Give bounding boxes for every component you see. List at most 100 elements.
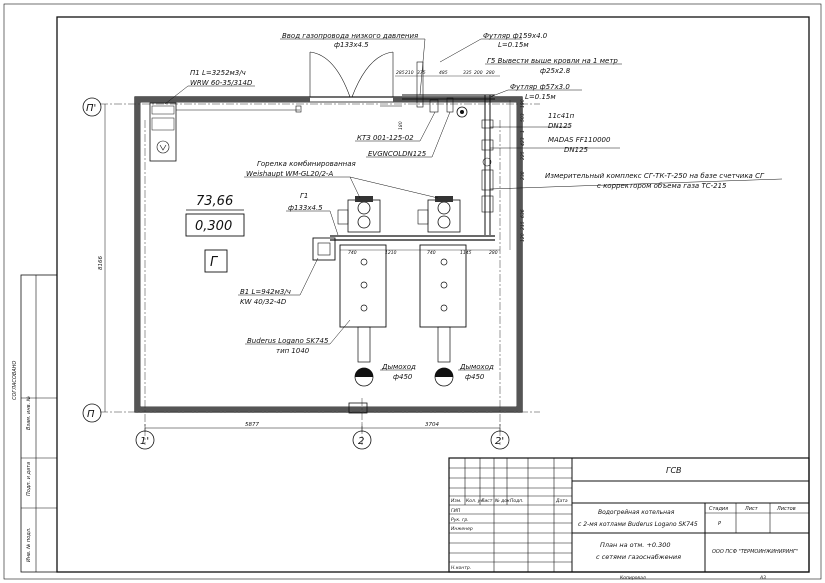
stamp-h-podp: Подп. [510,498,524,504]
chimney2-label: Дымоход [459,363,494,371]
dim-right-2: 503 [520,113,526,122]
room-area: 73,66 [196,194,233,209]
title-block: ГСВ Изм. Кол. уч Лист № док Подп. Дата Г… [448,457,810,581]
axis-p-top: П' [86,103,96,114]
top-dimensions: 285 210 375 485 335 200 280 180 [395,70,500,130]
chimney1-diameter: ф450 [393,373,413,381]
b1-label: В1 L=942м3/ч [240,288,291,296]
boiler-2 [419,244,467,363]
stamp-gip: ГИП [451,508,461,514]
dim-inner-2: 1210 [385,250,397,256]
gas-header: 740 1210 740 1145 280 [330,235,500,256]
dim-left: 8166 [98,256,104,270]
stamp-nkontr: Н.контр. [451,565,471,571]
dim-top-4: 485 [439,70,448,76]
dim-right-9: 120 [520,233,526,242]
dim-inner-3: 740 [427,250,436,256]
side-stamp: Взам. инв. № Подп. и дата Инв. № подл. С… [12,274,58,573]
dim-right-8: 215 [520,221,526,230]
axis-bubbles: П' П 1' 2 2' [82,97,510,450]
p1-label: П1 L=3252м3/ч [190,69,246,77]
dim-top-1: 285 [396,70,405,76]
axis-1: 1' [140,436,149,447]
stamp-h-izm: Изм. [451,498,462,504]
burner-1 [337,196,381,233]
chimney1-label: Дымоход [381,363,416,371]
axis-p-bottom: П [87,409,95,420]
boiler-1 [339,244,387,363]
room-code: Г [210,255,219,270]
stamp-h-doc: № док [494,498,510,504]
g1-diameter: ф133х4.5 [288,204,323,212]
outlet-box [348,402,368,414]
valve1-label: 11с41п [548,112,575,120]
stamp-copied: Копировал [620,575,646,581]
dim-right-7: 636 [520,209,526,218]
dim-right-3: 1 [520,130,526,133]
burner-model: Weishaupt WM-GL20/2-A [246,170,333,178]
stamp-ruk: Рук. гр. [451,517,469,523]
dim-top-3: 375 [417,70,426,76]
dim-inner-1: 740 [348,250,357,256]
boiler-leader-2 [329,319,351,345]
gas-input-diameter: ф133х4.5 [334,41,369,49]
b1-model: KW 40/32-4D [240,298,287,306]
axis-2: 2 [358,436,364,447]
g1-leader-2 [329,210,339,236]
dim-inner-5: 280 [489,250,498,256]
stamp-sheet-h: Лист [744,506,759,512]
bottom-dimensions: 5877 3704 8166 [98,104,501,432]
kt3-label: КТЗ 001-125-02 [357,134,414,142]
vent-label: Г5 Вывести выше кровли на 1 метр [487,57,618,65]
axis-3: 2' [495,436,504,447]
evg-label: EVGNCOLDN125 [368,150,427,158]
sleeve1-length: L=0.15м [498,41,529,49]
ventilation-unit-p1: П1 L=3252м3/ч WRW 60-35/314D [149,69,302,162]
axis-lines [100,103,540,445]
sleeve1-label: Футляр ф159х4.0 [483,32,548,40]
stamp-stage-h: Стадия [709,506,728,512]
g1-label: Г1 [300,192,308,200]
dim-v180: 180 [398,121,404,130]
level-box [185,213,245,237]
agreed-label: СОГЛАСОВАНО [12,361,18,400]
outer-border [3,3,822,580]
meter-label: Измерительный комплекс СГ-ТК-Т-250 на ба… [545,172,765,180]
burner-leader-2 [349,176,361,199]
room-level: 0,300 [195,219,232,234]
stamp-title2: с 2-мя котлами Buderus Logano SK745 [578,521,698,528]
dim-right-5: 225 [520,151,526,160]
valve2-label: MADAS FF110000 [548,136,611,144]
stamp-org: ООО ПСФ "ТЕРМОИНЖИНИРИНГ" [712,549,798,555]
dim-top-2: 210 [405,70,414,76]
stamp-code: ГСВ [666,466,682,475]
valve2-dn: DN125 [564,146,589,154]
burner-2 [417,196,461,233]
gas-riser-right: 190 503 1 423 225 238 636 215 120 [481,95,526,250]
stamp-stage: Р [718,521,721,527]
sleeve2-label: Футляр ф57х3.0 [510,83,570,91]
valve1-dn: DN125 [548,122,573,130]
right-annotations: Футляр ф159х4.0 L=0.15м Г5 Вывести выше … [439,32,783,190]
vent-diameter: ф25х2.8 [540,67,571,75]
room-code-box [204,249,228,273]
chimney-1: Дымоход ф450 [354,363,416,387]
stamp-plan2: с сетями газоснабжения [596,553,681,561]
burner-leader-3 [349,176,439,199]
entrance-door [309,51,394,98]
gas-input-label: Ввод газопровода низкого давления [282,32,418,40]
side-label-1: Взам. инв. № [26,396,32,430]
p1-model: WRW 60-35/314D [190,79,253,87]
dim-top-7: 280 [486,70,495,76]
dim-right-6: 238 [520,171,526,180]
stamp-plan1: План на отм. +0.300 [600,541,671,549]
dim-right-1: 190 [520,99,526,108]
stamp-sheets-h: Листов [776,506,796,512]
stamp-h-list: Лист [480,498,493,504]
dim-bottom-1: 5877 [245,422,259,428]
burner-label: Горелка комбинированная [257,160,356,168]
stamp-h-kol: Кол. уч [466,498,483,504]
sleeve2-length: L=0.15м [525,93,556,101]
boiler-type: тип 1040 [276,347,310,355]
